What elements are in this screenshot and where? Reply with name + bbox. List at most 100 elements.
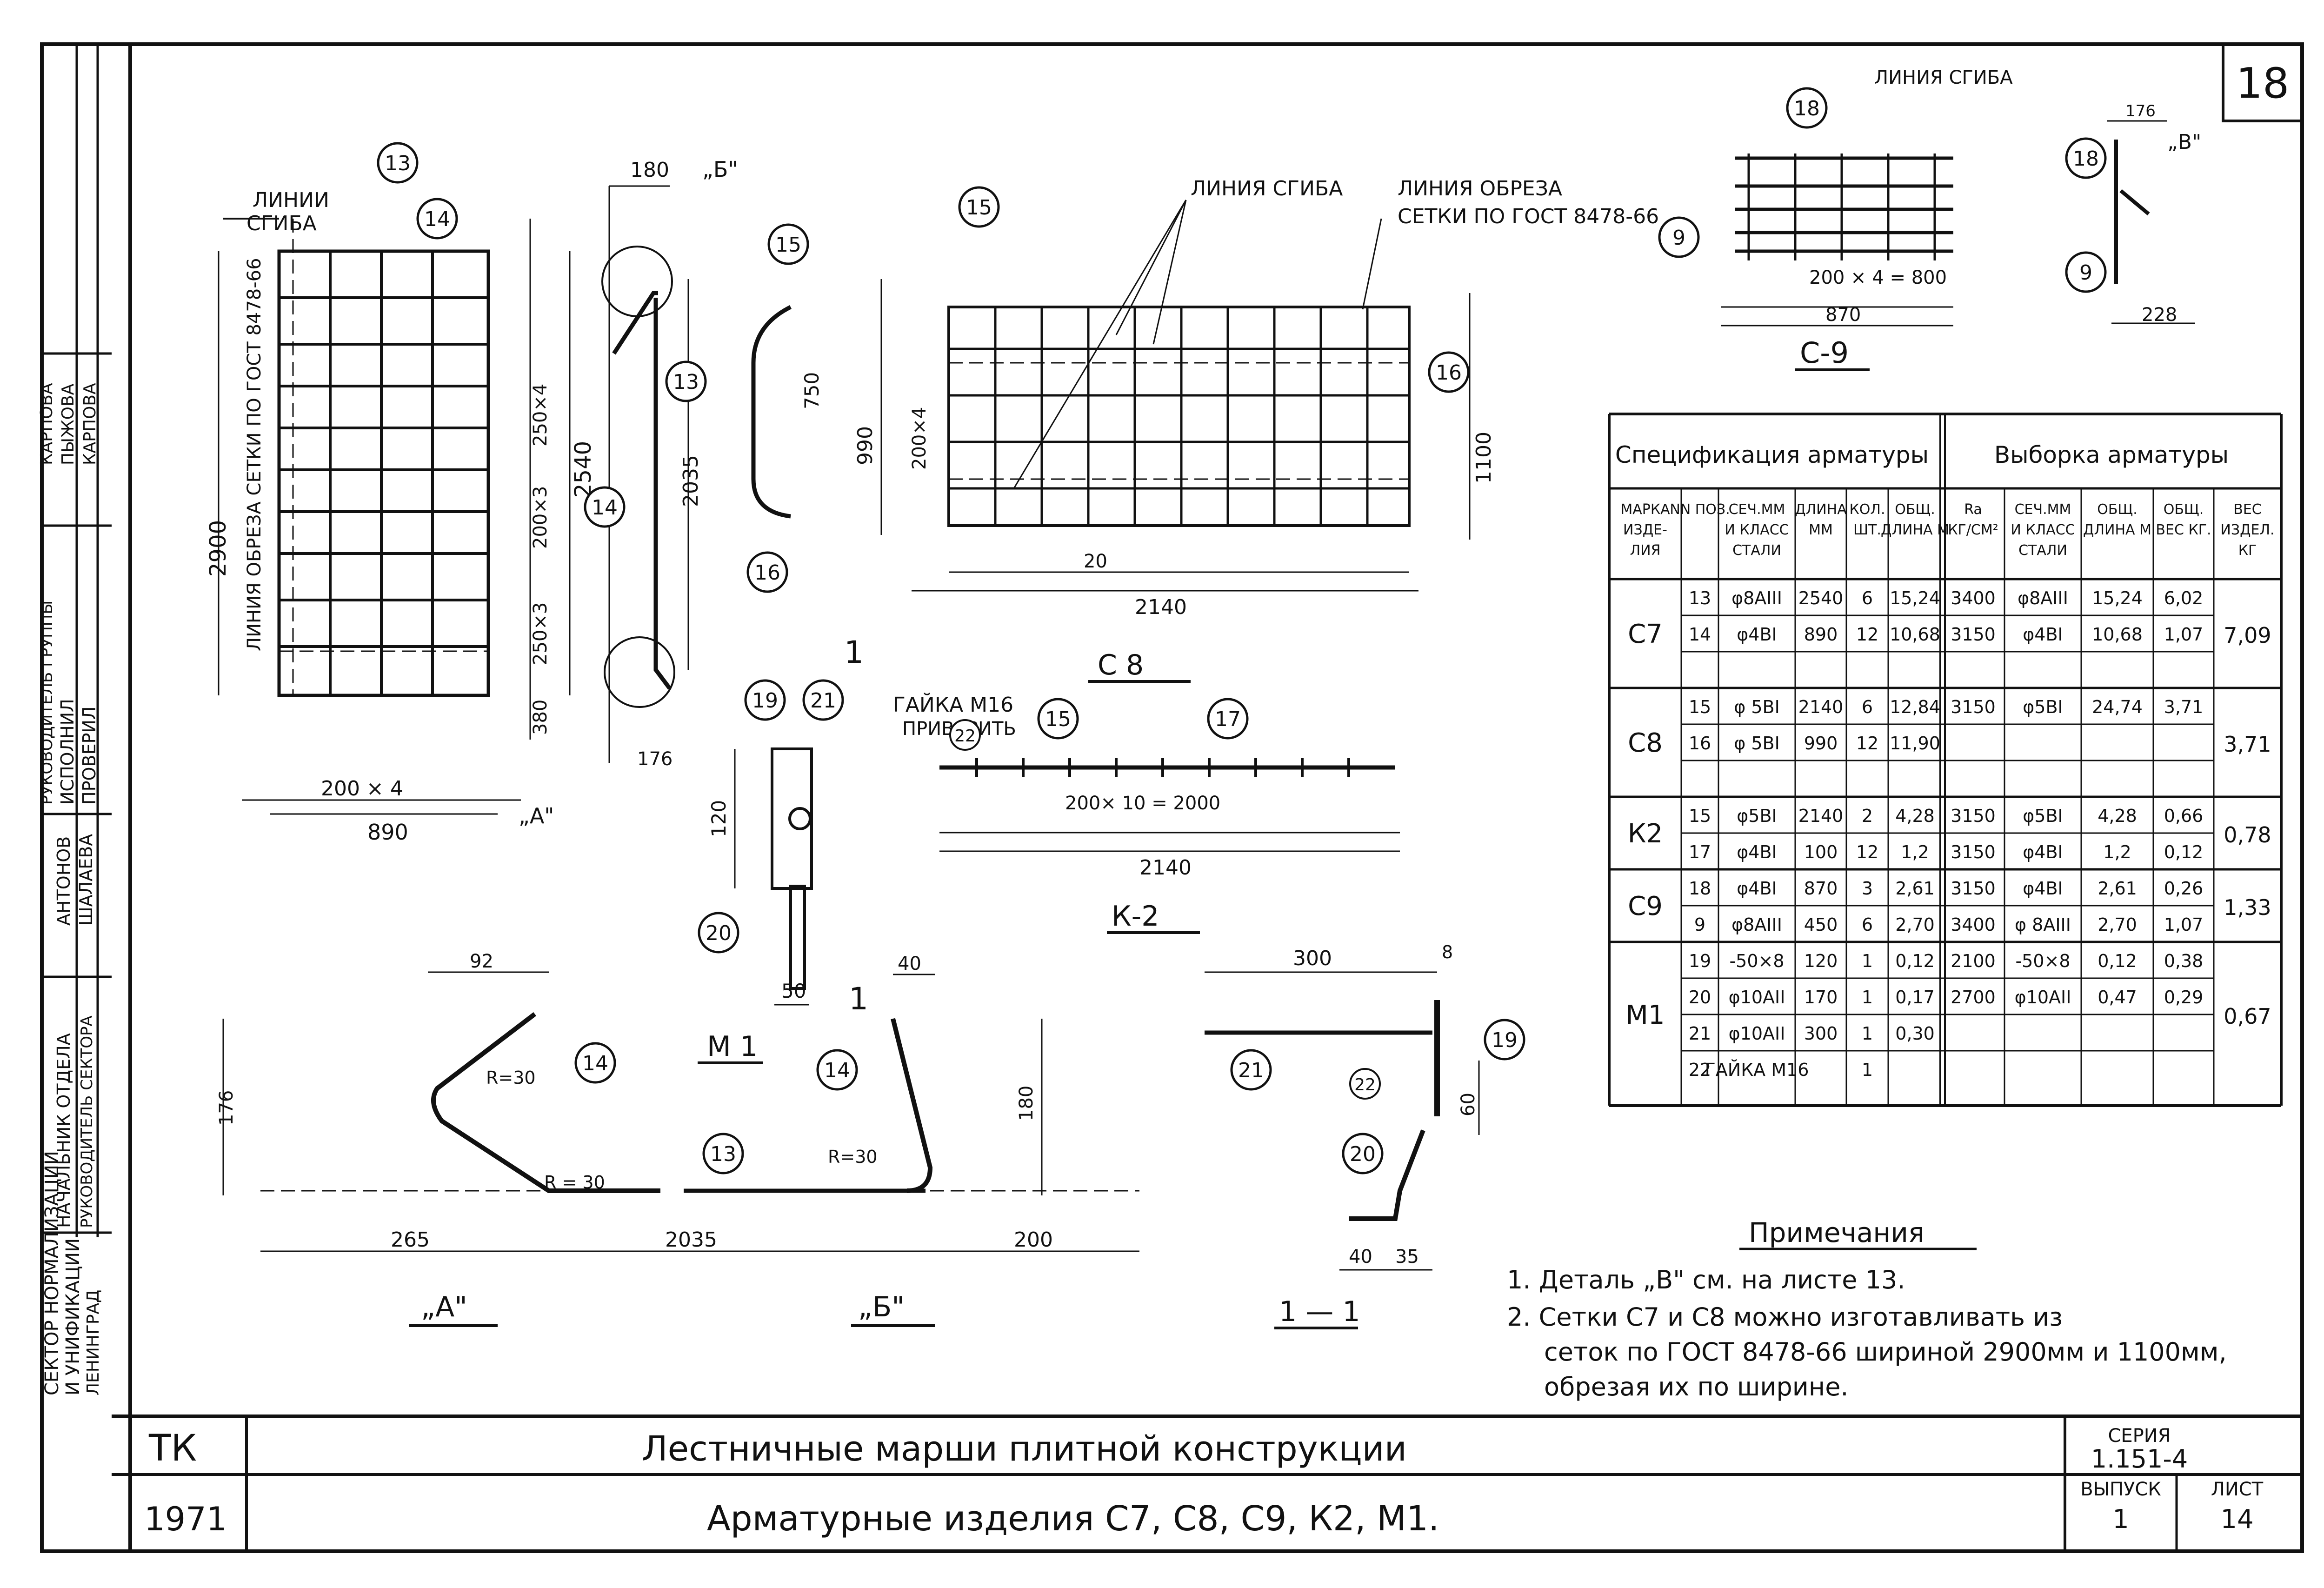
table-cell: φ5ВI	[2023, 697, 2063, 717]
detail-a-bubble-14	[574, 1042, 616, 1084]
table-cell: 6,02	[2164, 588, 2204, 608]
table-column-header: ММ	[1809, 522, 1833, 538]
table-cell: -50×8	[2015, 951, 2070, 971]
stamp-org-3: ЛЕНИНГРАД	[84, 1290, 103, 1395]
detail-a-radius-2: R = 30	[544, 1172, 605, 1193]
series-value: 1.151-4	[2091, 1444, 2188, 1474]
table-cell: 2700	[1951, 987, 1996, 1008]
table-cell: 16	[1689, 733, 1711, 754]
m1-dim-50: 50	[781, 980, 806, 1002]
m1-bubble-20-label: 20	[706, 921, 732, 945]
c7-cut-line-label: ЛИНИЯ ОБРЕЗА СЕТКИ ПО ГОСТ 8478-66	[244, 258, 265, 651]
detail-v-dim-176: 176	[2125, 102, 2156, 120]
table-cell: 10,68	[2092, 624, 2143, 645]
table-cell: 9	[1694, 914, 1705, 935]
table-cell: 0,17	[1895, 987, 1935, 1008]
table-column-header: Ra	[1964, 501, 1982, 518]
note-2-cont: сеток по ГОСТ 8478-66 шириной 2900мм и 1…	[1544, 1337, 2227, 1367]
table-cell: 24,74	[2092, 697, 2143, 717]
stamp-role-4: ИСПОЛНИЛ	[57, 699, 78, 805]
table-cell: φ4ВI	[2023, 842, 2063, 862]
c8p-bubble-16-label: 16	[754, 561, 780, 585]
table-cell: ГАЙКА М16	[1705, 1060, 1809, 1080]
table-cell: 0,12	[2098, 951, 2137, 971]
c8p-dim-750: 750	[800, 372, 823, 409]
sheet-value: 14	[2220, 1504, 2253, 1535]
issue-label: ВЫПУСК	[2080, 1479, 2161, 1500]
table-cell: 1	[1862, 987, 1873, 1008]
k2-bubble-15	[1037, 698, 1079, 740]
table-cell: 15,24	[2092, 588, 2143, 608]
stamp-role-1: НАЧАЛЬНИК ОТДЕЛА	[53, 1033, 74, 1228]
c9-bubble-18	[1786, 87, 1828, 129]
detail-a-b	[222, 971, 1139, 1252]
table-column-header: КГ/СМ²	[1948, 522, 1998, 538]
k2-caption: К-2	[1112, 900, 1159, 933]
table-cell: 300	[1804, 1023, 1838, 1044]
year: 1971	[144, 1500, 227, 1538]
table-column-header: NN ПОЗ.	[1670, 501, 1730, 518]
detail-a-bubble-14-label: 14	[582, 1052, 608, 1075]
table-cell: φ 5ВI	[1734, 697, 1780, 717]
k2-bubble-22-label: 22	[954, 727, 976, 746]
table-column-header: ВЕС КГ.	[2156, 522, 2211, 538]
table-column-header: ЛИЯ	[1630, 542, 1661, 559]
table-cell: φ4ВI	[2023, 878, 2063, 899]
table-cell: 3150	[1951, 878, 1996, 899]
detail-v-bubble-9	[2065, 251, 2107, 293]
table-header-right: Выборка арматуры	[1994, 441, 2229, 468]
table-cell: 21	[1689, 1023, 1711, 1044]
table-column-header: СЕЧ.ММ	[2015, 501, 2071, 518]
m1-caption: М 1	[707, 1030, 758, 1063]
stamp-role-5: ПРОВЕРИЛ	[79, 707, 100, 805]
k2-dim-2140: 2140	[1139, 856, 1192, 880]
title-block-frame	[112, 1415, 2302, 1551]
table-cell: 1,07	[2164, 624, 2204, 645]
table-cell: φ4ВI	[1737, 842, 1777, 862]
table-cell: 6	[1862, 697, 1873, 717]
table-cell: 1,2	[2103, 842, 2131, 862]
detail-v-bubble-18-label: 18	[2073, 147, 2099, 171]
c7p-bubble-13-label: 13	[673, 370, 699, 394]
note-2: 2. Сетки С7 и С8 можно изготавливать из	[1507, 1302, 2063, 1332]
table-cell: 0,29	[2164, 987, 2204, 1008]
m1-bubble-19	[744, 679, 786, 721]
stamp-name-4: ПЫЖОВА	[59, 383, 78, 465]
stamp-name-3: КАРПОВА	[37, 383, 56, 465]
c7p-label-b: „Б"	[702, 157, 738, 182]
c8-dim-990: 990	[853, 426, 877, 465]
table-header-left: Спецификация арматуры	[1615, 441, 1929, 468]
note-1: 1. Деталь „В" см. на листе 13.	[1507, 1265, 1905, 1294]
stamp-name-1: АНТОНОВ	[53, 836, 74, 926]
table-cell: 870	[1804, 878, 1838, 899]
table-cell: 3,71	[2164, 697, 2204, 717]
table-column-header: ДЛИНА М	[1881, 522, 1949, 538]
table-cell: 2,70	[2098, 914, 2137, 935]
table-column-header: СЕЧ.ММ	[1729, 501, 1785, 518]
table-cell: 2,61	[1895, 878, 1935, 899]
table-cell: 1,2	[1901, 842, 1929, 862]
table-cell: 3400	[1951, 588, 1996, 608]
notes-title: Примечания	[1749, 1217, 1924, 1248]
table-cell: 0,12	[2164, 842, 2204, 862]
table-column-header: СТАЛИ	[2018, 542, 2067, 559]
c8-dim-200x4: 200×4	[909, 407, 930, 470]
table-cell: 0,30	[1895, 1023, 1935, 1044]
c9-bend-label: ЛИНИЯ СГИБА	[1874, 67, 2013, 88]
c7-profile	[601, 185, 689, 763]
table-cell: 0,66	[2164, 806, 2204, 826]
sheet-label: ЛИСТ	[2211, 1479, 2264, 1500]
table-cell: 12	[1856, 842, 1878, 862]
section-bubble-22	[1349, 1068, 1381, 1100]
table-cell-mark: С8	[1628, 728, 1663, 758]
table-cell: 2540	[1798, 588, 1844, 608]
table-cell: 4,28	[2098, 806, 2137, 826]
m1-bubble-20	[698, 912, 739, 954]
table-cell: 170	[1804, 987, 1838, 1008]
table-cell: 10,68	[1890, 624, 1940, 645]
k2-bubble-17-label: 17	[1215, 707, 1241, 731]
table-cell: φ 5ВI	[1734, 733, 1780, 754]
c7p-bubble-14	[584, 486, 626, 528]
section-dim-8: 8	[1442, 942, 1453, 962]
